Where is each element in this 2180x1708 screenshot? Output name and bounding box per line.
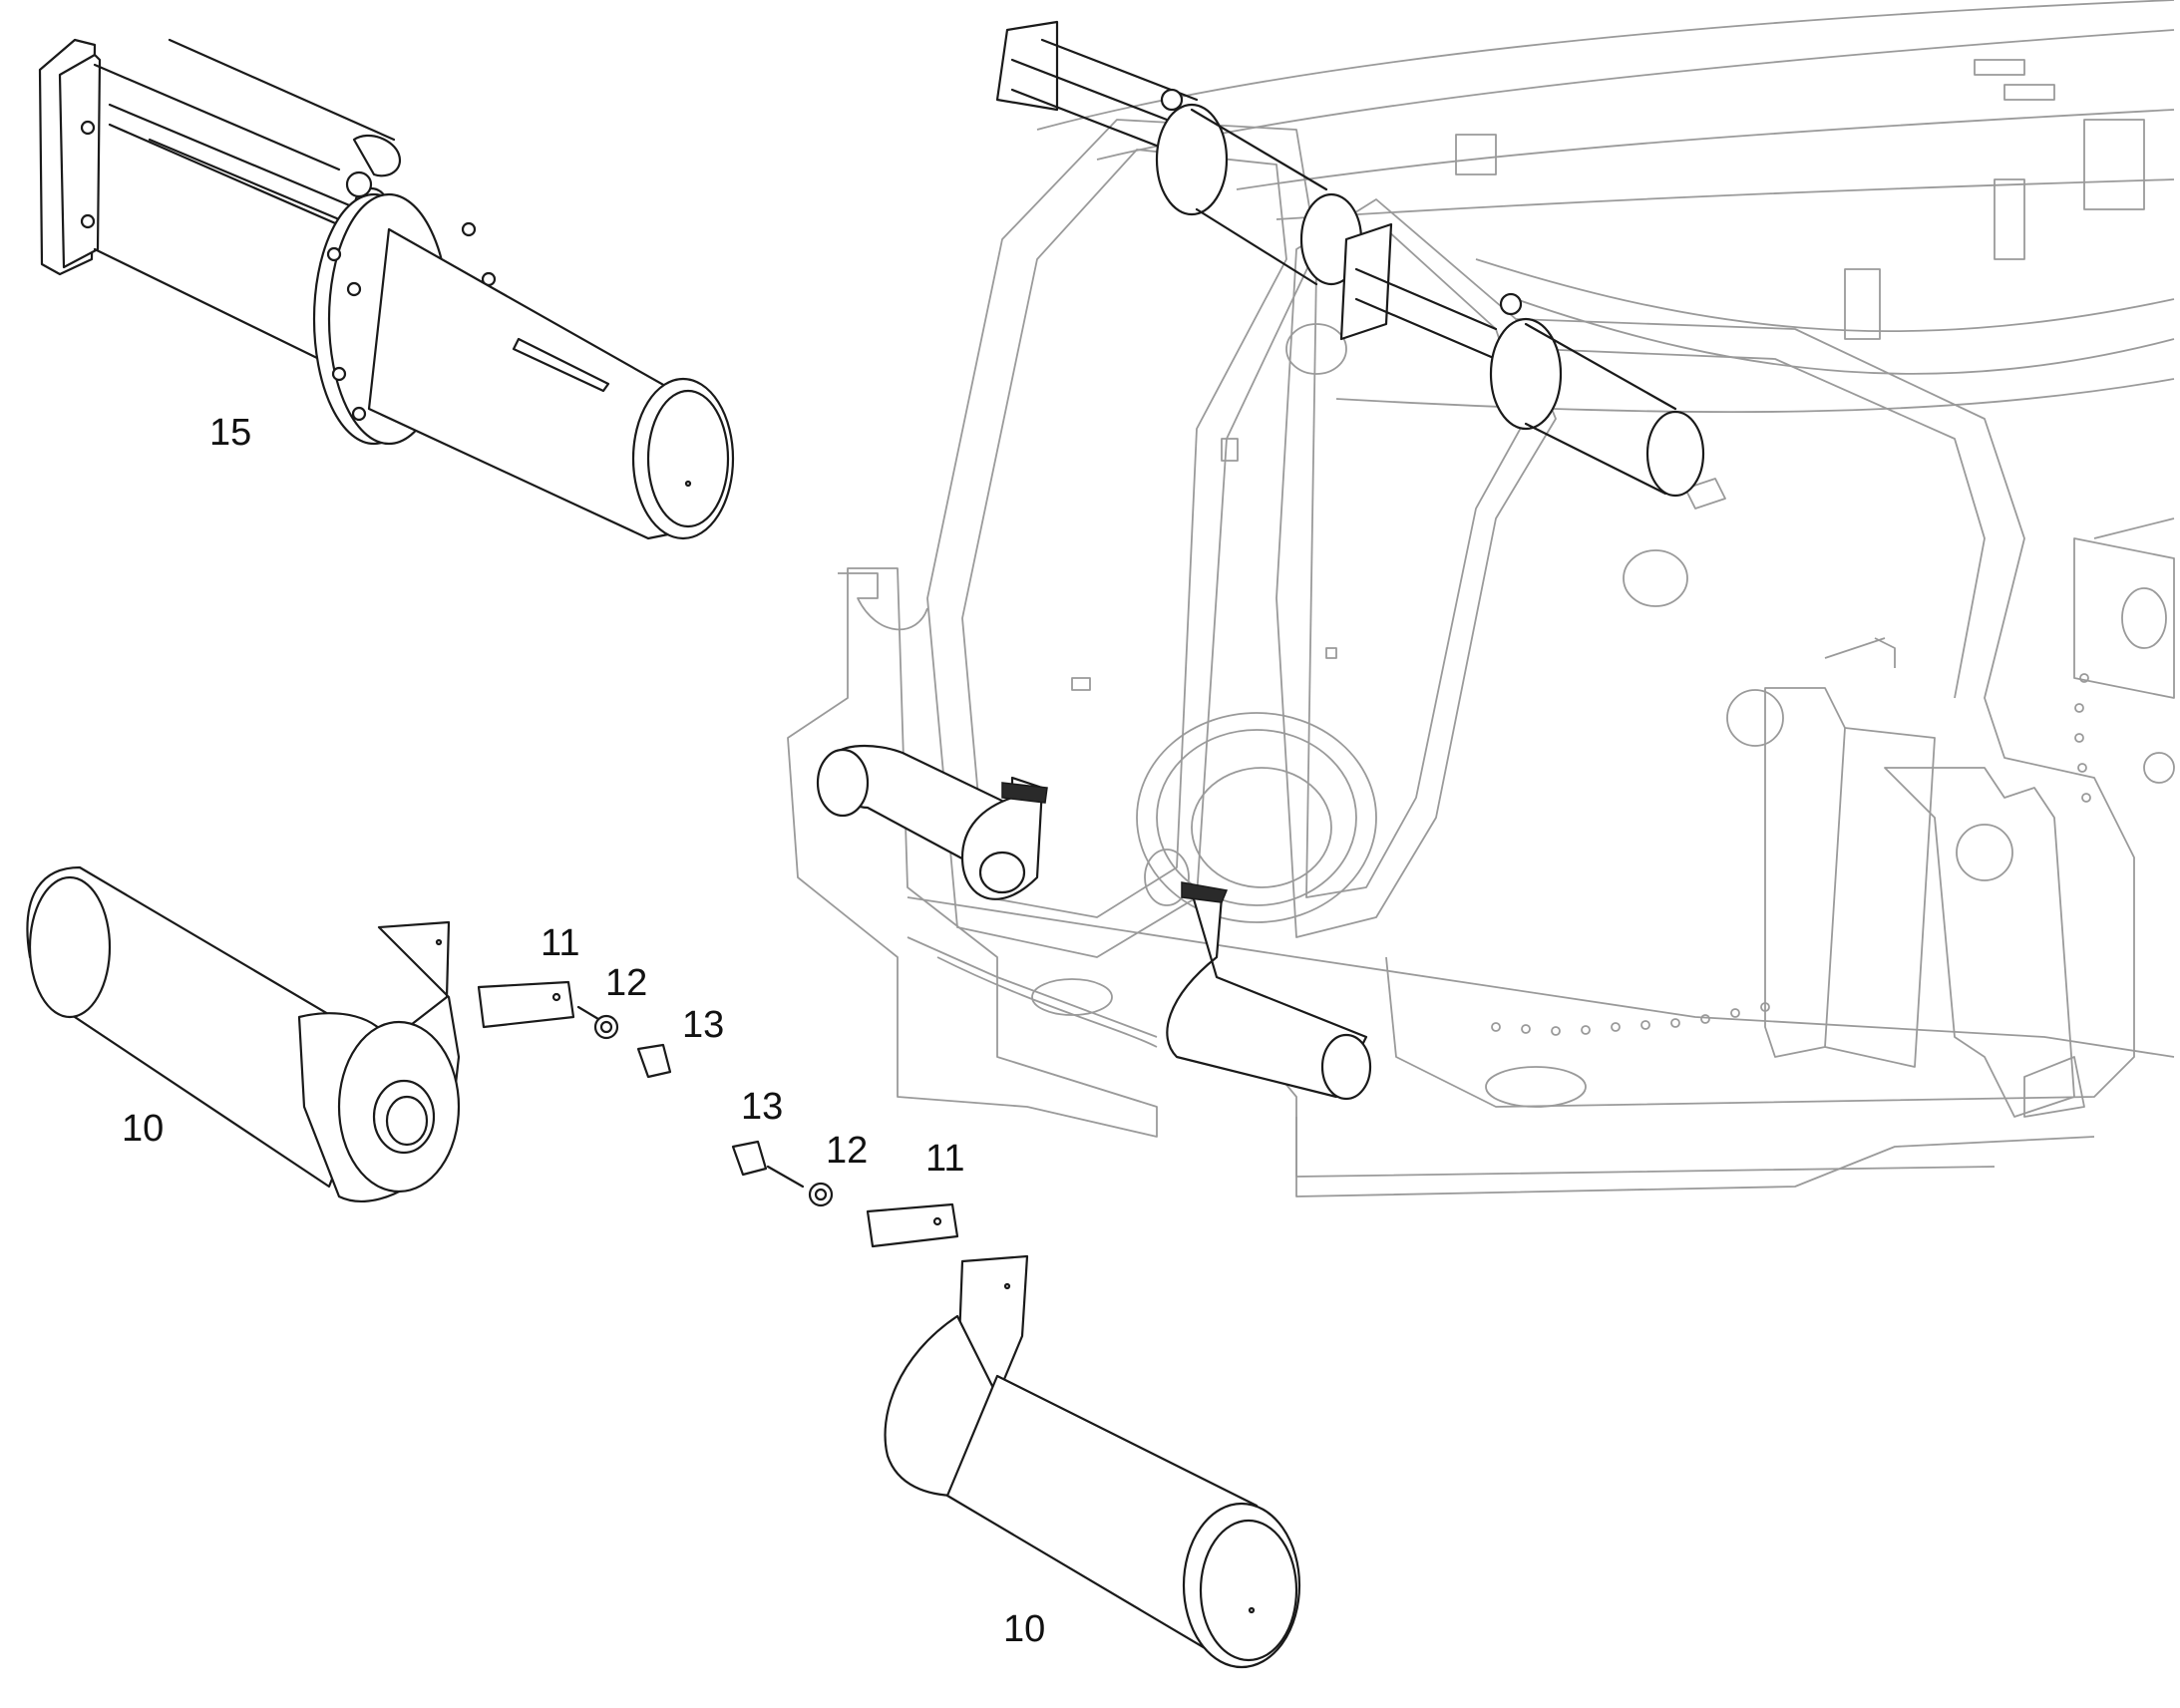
callout-10-lower: 10	[1003, 1608, 1045, 1650]
parts-11-12-13-upper	[477, 980, 672, 1079]
callout-labels: 15 10 11 12 13 13 12 11 10	[122, 412, 1045, 1650]
base-hole-row	[1491, 673, 2091, 1036]
callout-13-lower: 13	[741, 1086, 783, 1128]
machine-frame	[787, 0, 2175, 1197]
callout-12-upper: 12	[605, 962, 647, 1004]
part-10-pin-lower	[884, 1254, 1301, 1669]
callout-13-upper: 13	[682, 1004, 724, 1046]
callout-10-upper: 10	[122, 1108, 164, 1150]
parts-13-12-11-lower	[731, 1140, 959, 1248]
installed-pins	[816, 20, 1705, 1101]
callout-11-upper: 11	[541, 922, 579, 964]
callout-12-lower: 12	[826, 1130, 868, 1172]
callout-15: 15	[209, 412, 251, 454]
part-15-pin-puller	[38, 38, 735, 540]
callout-11-lower: 11	[925, 1138, 964, 1180]
part-10-pin-upper	[26, 865, 461, 1202]
